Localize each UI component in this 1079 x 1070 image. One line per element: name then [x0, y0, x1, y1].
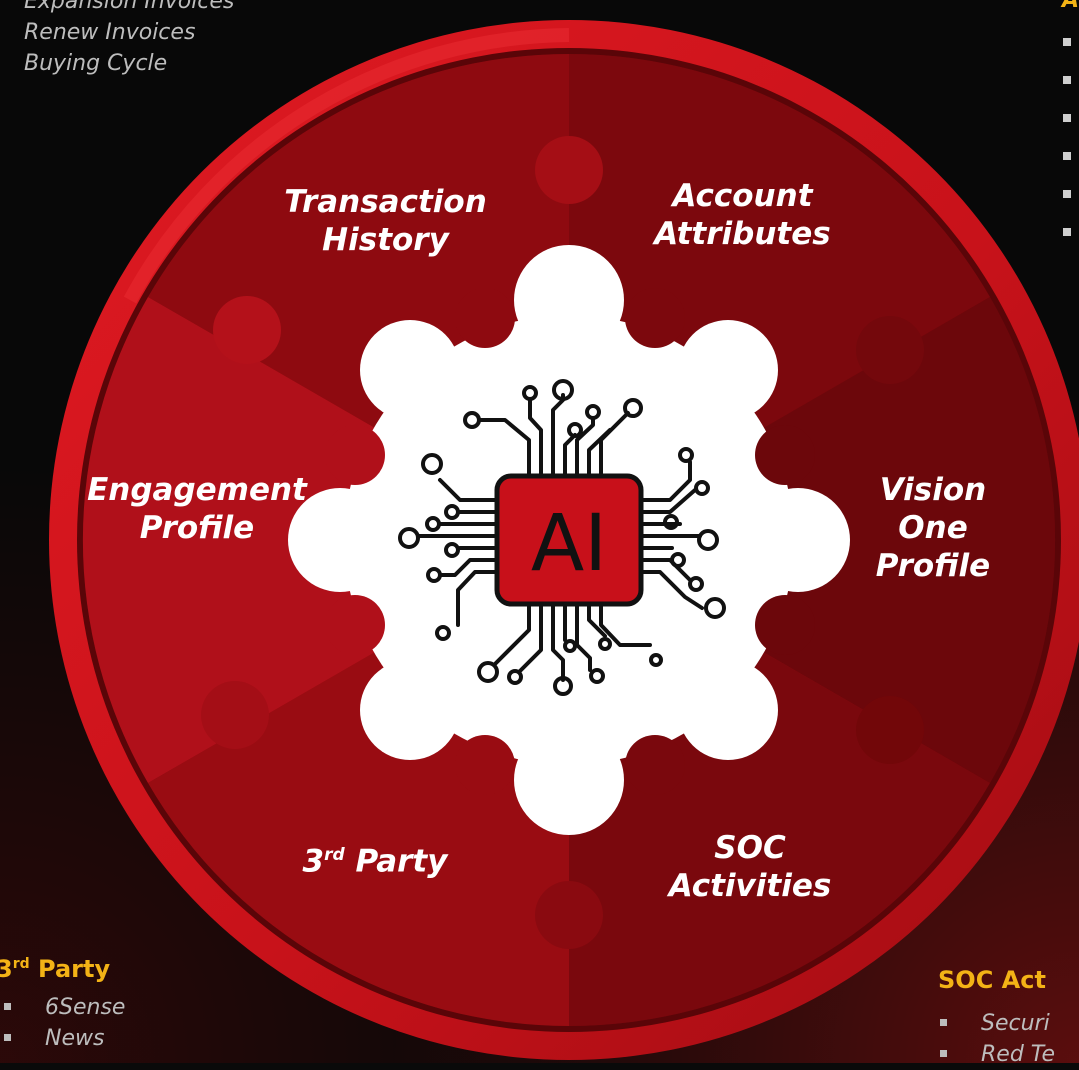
label-engagement-profile: Engagement Profile: [87, 472, 307, 546]
ai-chip-body: [494, 473, 644, 607]
third-party-list: 6Sense News: [4, 992, 125, 1054]
bullet-icon: [940, 1049, 947, 1057]
puzzle-tabs: [201, 136, 924, 949]
bullet-icon: [1063, 190, 1071, 198]
list-item: Expansion Invoices: [24, 0, 235, 14]
soc-activities-list: Securi Red Te: [940, 1008, 1055, 1070]
list-item: Red Te: [940, 1039, 1055, 1070]
account-attributes-heading-fragment: A: [1062, 0, 1079, 13]
label-soc-activities: SOC Activities: [668, 830, 832, 904]
label-vision-one-profile: Vision One Profile: [875, 472, 991, 584]
soc-activities-heading: SOC Act: [938, 966, 1046, 994]
ai-chip-label: AI: [531, 499, 607, 589]
bullet-icon: [940, 1018, 947, 1026]
bullet-icon: [1063, 114, 1071, 122]
label-transaction-history: Transaction History: [284, 184, 487, 258]
label-third-party: 3rd Party: [302, 843, 448, 880]
bullet-icon: [4, 1033, 11, 1041]
bullet-icon: [4, 1002, 11, 1010]
list-item: 6Sense: [4, 992, 125, 1023]
bullet-icon: [1063, 152, 1071, 160]
label-account-attributes: Account Attributes: [654, 178, 831, 252]
bullet-icon: [1063, 76, 1071, 84]
list-item: News: [4, 1023, 125, 1054]
top-left-list: Expansion Invoices Renew Invoices Buying…: [24, 0, 234, 79]
list-item: Renew Invoices: [24, 20, 196, 45]
list-item: Securi: [940, 1008, 1055, 1039]
bullet-icon: [1063, 228, 1071, 236]
third-party-heading: 3rd Party: [0, 955, 111, 983]
ring-highlight: [123, 28, 570, 304]
bullet-icon: [1063, 38, 1071, 46]
list-item: Buying Cycle: [24, 51, 168, 76]
ai-chip-icon: [398, 379, 726, 696]
